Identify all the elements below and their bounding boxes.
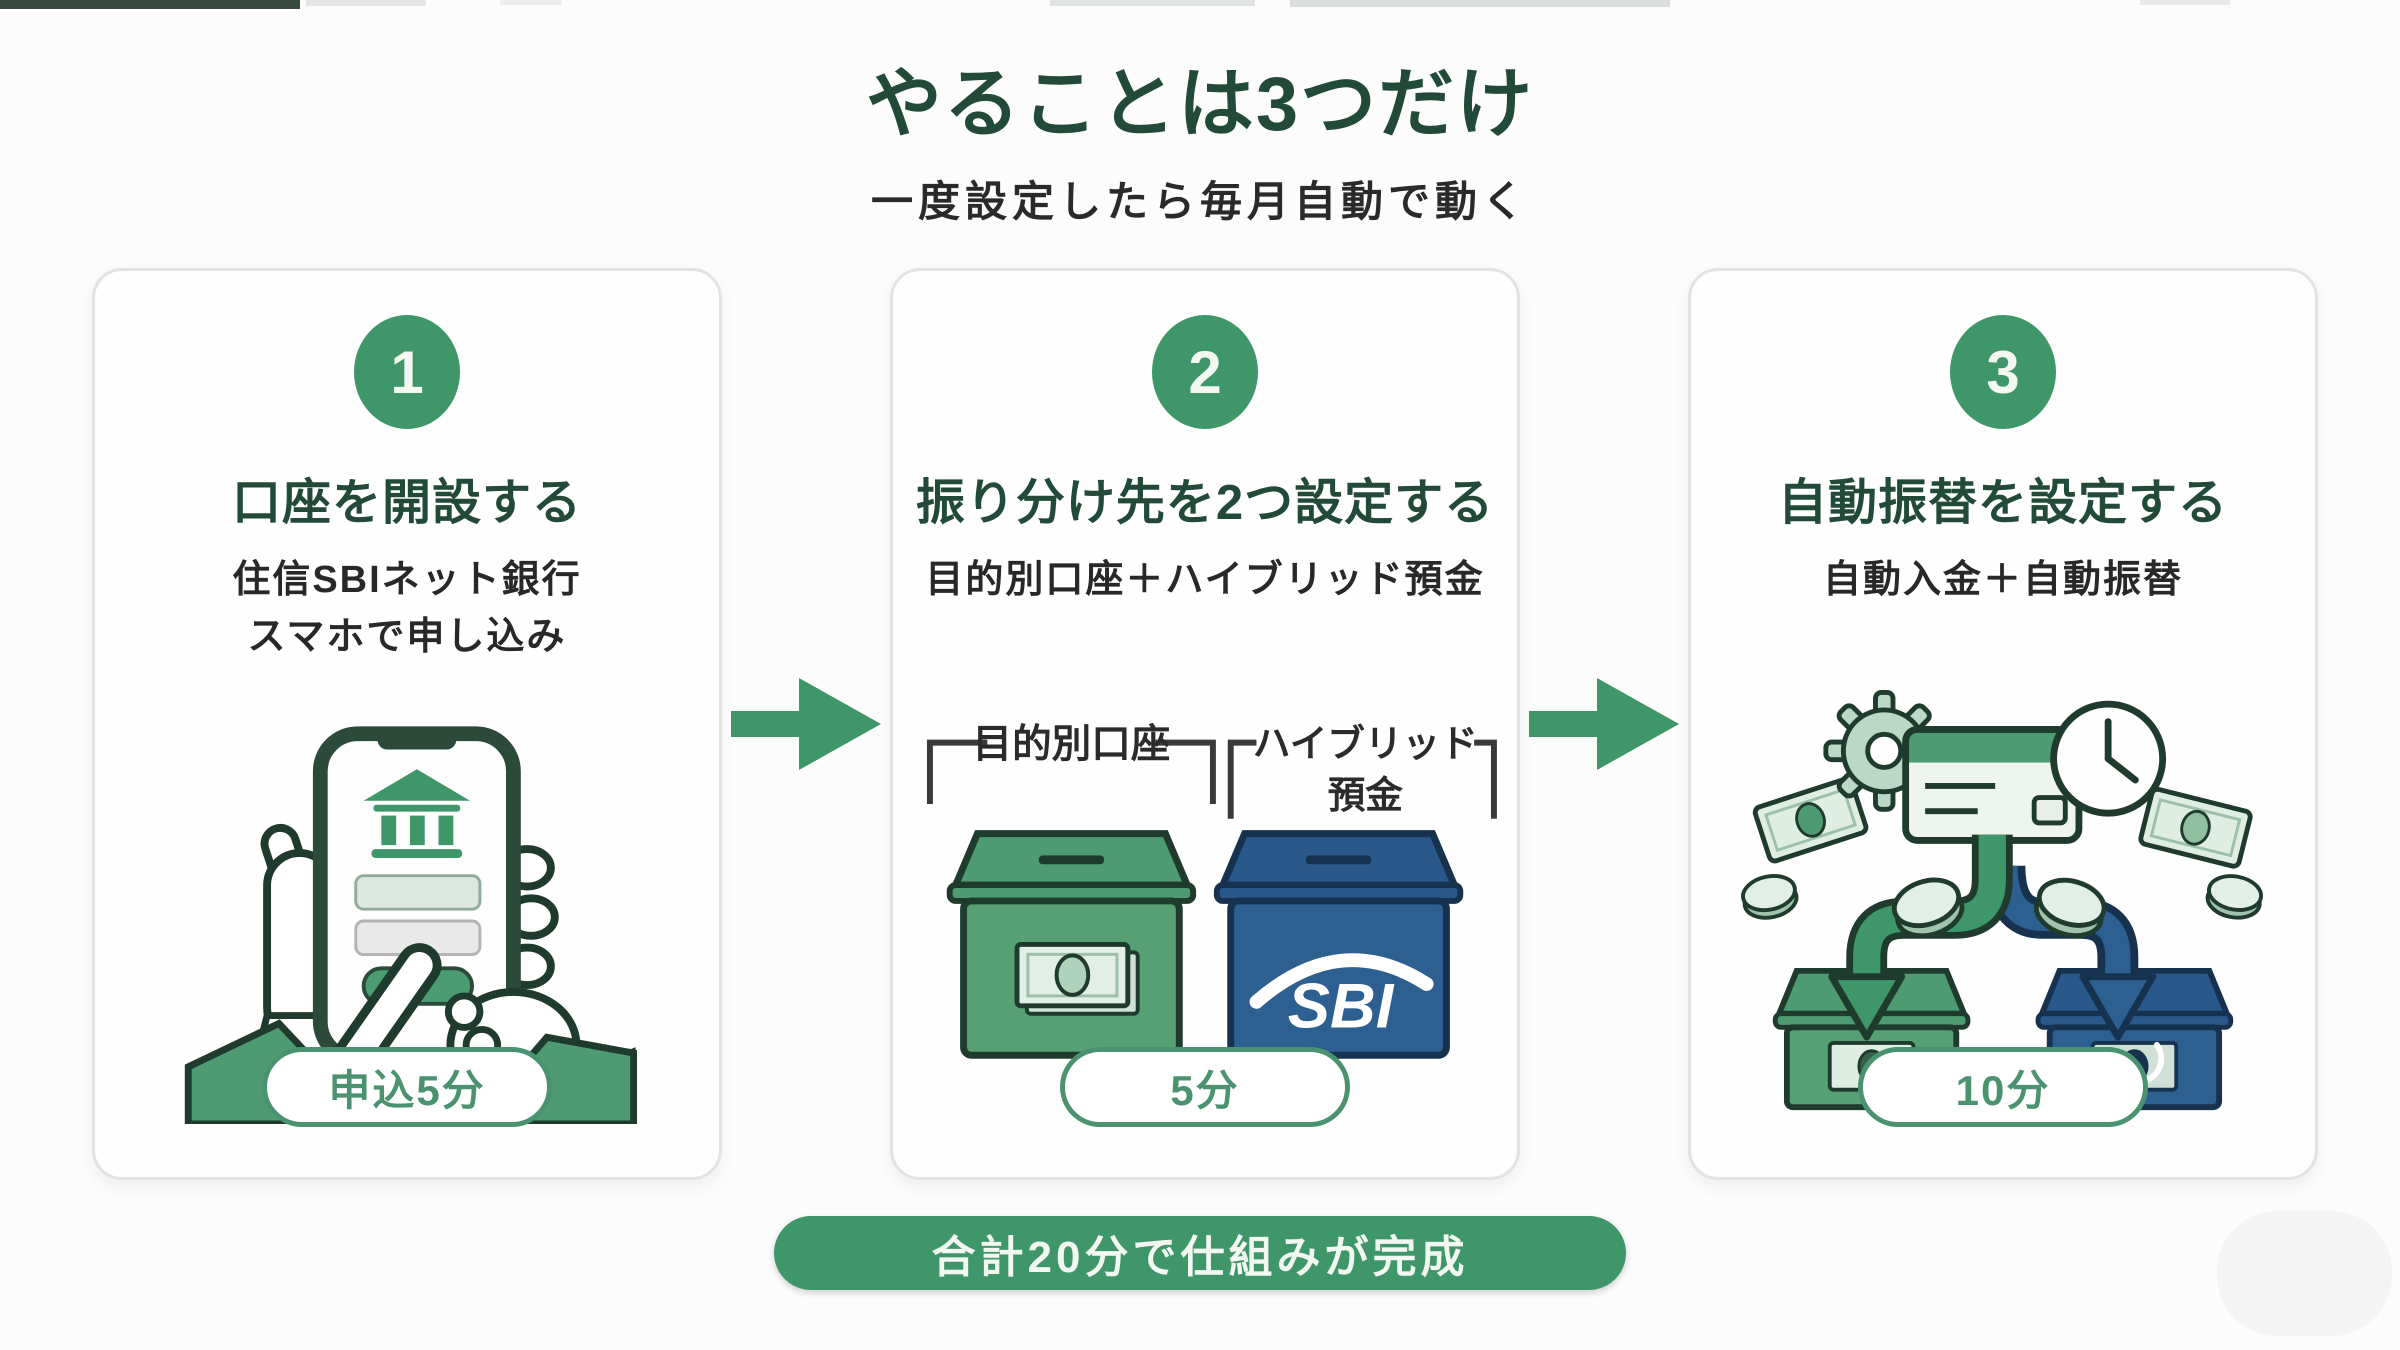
box-label-left: 目的別口座 bbox=[973, 722, 1171, 766]
top-edge-artifact bbox=[1050, 0, 1255, 6]
top-edge-artifact bbox=[0, 0, 300, 9]
page-header: やることは3つだけ 一度設定したら毎月自動で動く bbox=[0, 42, 2400, 229]
steps-row: 1 口座を開設する 住信SBIネット銀行 スマホで申し込み bbox=[92, 268, 2318, 1180]
flow-arrow bbox=[722, 268, 890, 1180]
form-field bbox=[354, 873, 482, 911]
corner-artifact bbox=[2217, 1211, 2392, 1336]
allocation-boxes-icon: 目的別口座 ハイブリッド 預金 bbox=[926, 722, 1497, 1059]
top-edge-artifact bbox=[306, 0, 426, 6]
page-title: やることは3つだけ bbox=[865, 62, 1535, 147]
phone-notch bbox=[377, 729, 457, 750]
duration-badge: 申込5分 bbox=[262, 1047, 552, 1127]
step-card-3: 3 自動振替を設定する 自動入金＋自動振替 bbox=[1688, 268, 2318, 1180]
flow-arrow bbox=[1520, 268, 1688, 1180]
two-boxes-illustration: 目的別口座 ハイブリッド 預金 bbox=[893, 609, 1517, 1177]
coin-icon bbox=[1891, 877, 1965, 939]
banknote-icon bbox=[1752, 776, 1869, 864]
purpose-account-box bbox=[946, 830, 1197, 1059]
coin-icon bbox=[2205, 874, 2264, 920]
coin-icon bbox=[2033, 877, 2107, 939]
step-card-1: 1 口座を開設する 住信SBIネット銀行 スマホで申し込み bbox=[92, 268, 722, 1180]
step-description: 住信SBIネット銀行 スマホで申し込み bbox=[232, 552, 581, 666]
bank-icon bbox=[363, 768, 471, 858]
top-edge-artifact bbox=[500, 0, 562, 5]
box-label-right-line2: 預金 bbox=[1328, 774, 1404, 816]
total-time-banner: 合計20分で仕組みが完成 bbox=[774, 1216, 1626, 1290]
right-arrow-icon bbox=[1529, 678, 1679, 770]
hybrid-deposit-box: SBI bbox=[1213, 830, 1464, 1059]
label-bracket bbox=[926, 739, 1497, 819]
top-edge-artifact bbox=[2140, 0, 2230, 5]
description-line: 住信SBIネット銀行 bbox=[232, 559, 582, 601]
step-description: 自動入金＋自動振替 bbox=[1823, 552, 2183, 609]
sbi-logo: SBI bbox=[1288, 972, 1395, 1042]
right-arrow-icon bbox=[731, 678, 881, 770]
step-title: 自動振替を設定する bbox=[1777, 476, 2228, 530]
page-subtitle: 一度設定したら毎月自動で動く bbox=[870, 178, 1529, 225]
duration-badge: 10分 bbox=[1858, 1047, 2148, 1127]
step-title: 口座を開設する bbox=[231, 476, 582, 530]
box-label-right-line1: ハイブリッド bbox=[1253, 722, 1478, 764]
clock-icon bbox=[2050, 700, 2167, 817]
duration-badge: 5分 bbox=[1060, 1047, 1350, 1127]
step-title: 振り分け先を2つ設定する bbox=[915, 476, 1495, 530]
description-line: 自動入金＋自動振替 bbox=[1822, 559, 2183, 601]
step-number-badge: 1 bbox=[354, 315, 460, 429]
auto-transfer-diagram bbox=[1741, 690, 2264, 1111]
banknote-icon bbox=[2138, 786, 2253, 869]
top-edge-artifact bbox=[1290, 0, 1670, 7]
coin-icon bbox=[1741, 874, 1799, 920]
description-line: 目的別口座＋ハイブリッド預金 bbox=[925, 559, 1485, 601]
step-description: 目的別口座＋ハイブリッド預金 bbox=[925, 552, 1484, 609]
auto-transfer-illustration bbox=[1691, 609, 2315, 1177]
step-card-2: 2 振り分け先を2つ設定する 目的別口座＋ハイブリッド預金 目的別口座 ハイブリ… bbox=[890, 268, 1520, 1180]
step-number-badge: 3 bbox=[1950, 315, 2056, 429]
step-number-badge: 2 bbox=[1152, 315, 1258, 429]
description-line: スマホで申し込み bbox=[247, 616, 567, 658]
